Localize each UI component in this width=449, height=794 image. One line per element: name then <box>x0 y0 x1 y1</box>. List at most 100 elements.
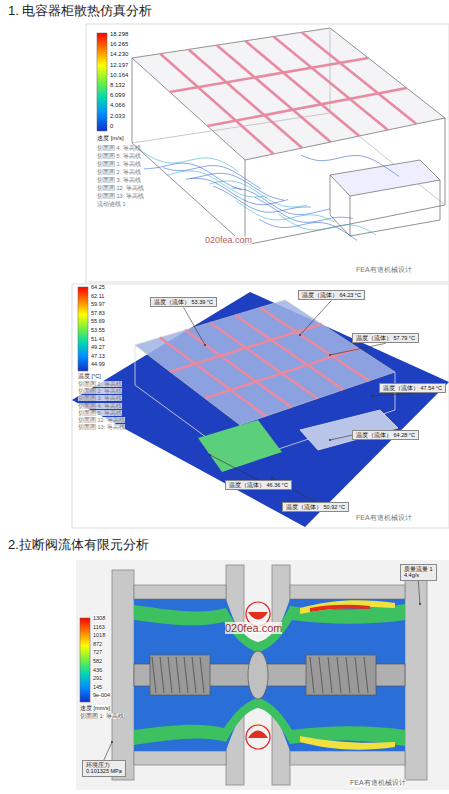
coil <box>310 657 314 693</box>
probe-point <box>111 741 113 743</box>
coil <box>152 657 156 693</box>
figure-label: 291 <box>93 675 102 681</box>
callout-box: 温度（流体） 50.92 °C <box>282 502 349 512</box>
figure-label: FEA有道机械设计 <box>356 266 412 274</box>
callout-text: 质量流量 1 <box>404 566 433 572</box>
figure-label: 流动迹线 1 <box>97 201 126 207</box>
figure-label: 速度 [mm/s] <box>80 705 110 711</box>
cabinet-top <box>135 300 395 425</box>
figure-label: 53.55 <box>91 327 105 333</box>
streamlines <box>140 150 399 240</box>
figure-label: 切面图 4: 等高线 <box>78 403 122 409</box>
figure-label: 51.41 <box>91 336 105 342</box>
figure-label: 9e-004 <box>93 692 110 698</box>
streamline <box>144 163 242 190</box>
heat-bar <box>189 49 303 148</box>
figure-label: 47.13 <box>91 353 105 359</box>
valve-shaft <box>134 651 405 699</box>
probe-point <box>209 454 211 456</box>
figure-label: FEA有道机械设计 <box>350 779 406 787</box>
image-frame <box>86 24 449 282</box>
figure-label: 16.265 <box>110 41 128 48</box>
callout-box: 温度（流体） 46.36 °C <box>225 480 292 490</box>
figure-label: 切面图 2: 等高线 <box>97 169 141 175</box>
figure-label: 020fea.com <box>205 236 252 246</box>
figure-label: 温度 [°C] <box>78 373 101 379</box>
valve-body <box>112 565 427 785</box>
coil <box>184 657 188 693</box>
heat-bars <box>160 32 416 154</box>
figure-label: 切面图 2: 等高线 <box>78 388 122 394</box>
figure-label: 切面图 12: 等高线 <box>97 185 144 191</box>
callout-box: 温度（流体） 53.39 °C <box>150 297 217 307</box>
probe-point <box>204 344 206 346</box>
section-heading: 2.拉断阀流体有限元分析 <box>8 538 149 552</box>
streamline <box>236 201 334 222</box>
figure-label: 18.298 <box>110 31 128 38</box>
warm-zone <box>198 420 282 472</box>
probe-point <box>299 334 301 336</box>
callout-text: 4.4g/s <box>404 572 433 578</box>
figure-label: 1308 <box>93 615 105 621</box>
callout-text: 环境压力 <box>86 762 122 768</box>
heat-bar <box>245 41 359 136</box>
callout-box: 温度（流体） 47.54 °C <box>379 383 446 393</box>
coil <box>168 657 172 693</box>
figure-label: 727 <box>93 649 102 655</box>
heat-bar <box>273 37 387 130</box>
callout-text: 温度（流体） 64.23 °C <box>302 292 361 298</box>
figure-label: 切面图 5: 等高线 <box>78 410 122 416</box>
callout-box: 温度（流体） 64.23 °C <box>298 290 365 300</box>
leader-line <box>210 455 259 480</box>
figure-label: 020fea.com <box>225 622 282 634</box>
coil <box>337 657 341 693</box>
spring-coils <box>152 657 368 693</box>
streamline <box>213 186 311 212</box>
heat-bar <box>302 32 417 124</box>
callout-box: 环境压力0.101325 MPa <box>82 760 126 777</box>
streamline <box>259 219 357 240</box>
figure-label: 44.99 <box>91 361 105 367</box>
highlight-circle <box>246 725 270 749</box>
callout-box: 温度（流体） 57.79 °C <box>352 333 419 343</box>
figure-label: 切面图 5: 等高线 <box>97 153 141 159</box>
callout-text: 温度（流体） 57.79 °C <box>356 335 415 341</box>
cabinet-wireframe <box>132 28 445 245</box>
figure-label: 6.099 <box>110 92 125 99</box>
coil <box>319 657 323 693</box>
figure-label: 55.69 <box>91 318 105 324</box>
figure-label: 1163 <box>93 624 105 630</box>
temperature-plane <box>72 292 449 527</box>
coil <box>355 657 359 693</box>
leader-line <box>372 393 413 396</box>
figure-label: 64.25 <box>91 284 105 290</box>
coil <box>200 657 204 693</box>
figure-label: 57.83 <box>91 310 105 316</box>
color-bar <box>97 33 107 131</box>
callout-box: 质量流量 14.4g/s <box>400 564 437 581</box>
heat-bar <box>260 308 369 381</box>
coil <box>346 657 350 693</box>
figure-label: 速度 [m/s] <box>97 135 124 142</box>
figure-label: 2.033 <box>110 113 125 120</box>
callout-text: 温度（流体） 64.28 °C <box>356 432 415 438</box>
probe-point <box>271 477 273 479</box>
figure-label: 145 <box>93 684 102 690</box>
figure-label: 0 <box>110 123 113 130</box>
figure-label: 872 <box>93 641 102 647</box>
figure-label: 49.27 <box>91 344 105 350</box>
callout-text: 0.101325 MPa <box>86 768 122 774</box>
coil <box>160 657 164 693</box>
callout-box: 温度（流体） 64.28 °C <box>352 430 419 440</box>
figure-label: 切面图 4: 等高线 <box>97 145 141 151</box>
heat-bar <box>217 45 331 142</box>
figure-label: 切面图 13: 等高线 <box>78 424 125 430</box>
callout-text: 温度（流体） 50.92 °C <box>286 504 345 510</box>
probe-point <box>329 439 331 441</box>
figure-label: 切面图 13: 等高线 <box>97 193 144 199</box>
figure-label: 59.97 <box>91 301 105 307</box>
figure-label: 切面图 1: 等高线 <box>97 161 141 167</box>
heat-bars <box>160 308 369 417</box>
coil <box>176 657 180 693</box>
